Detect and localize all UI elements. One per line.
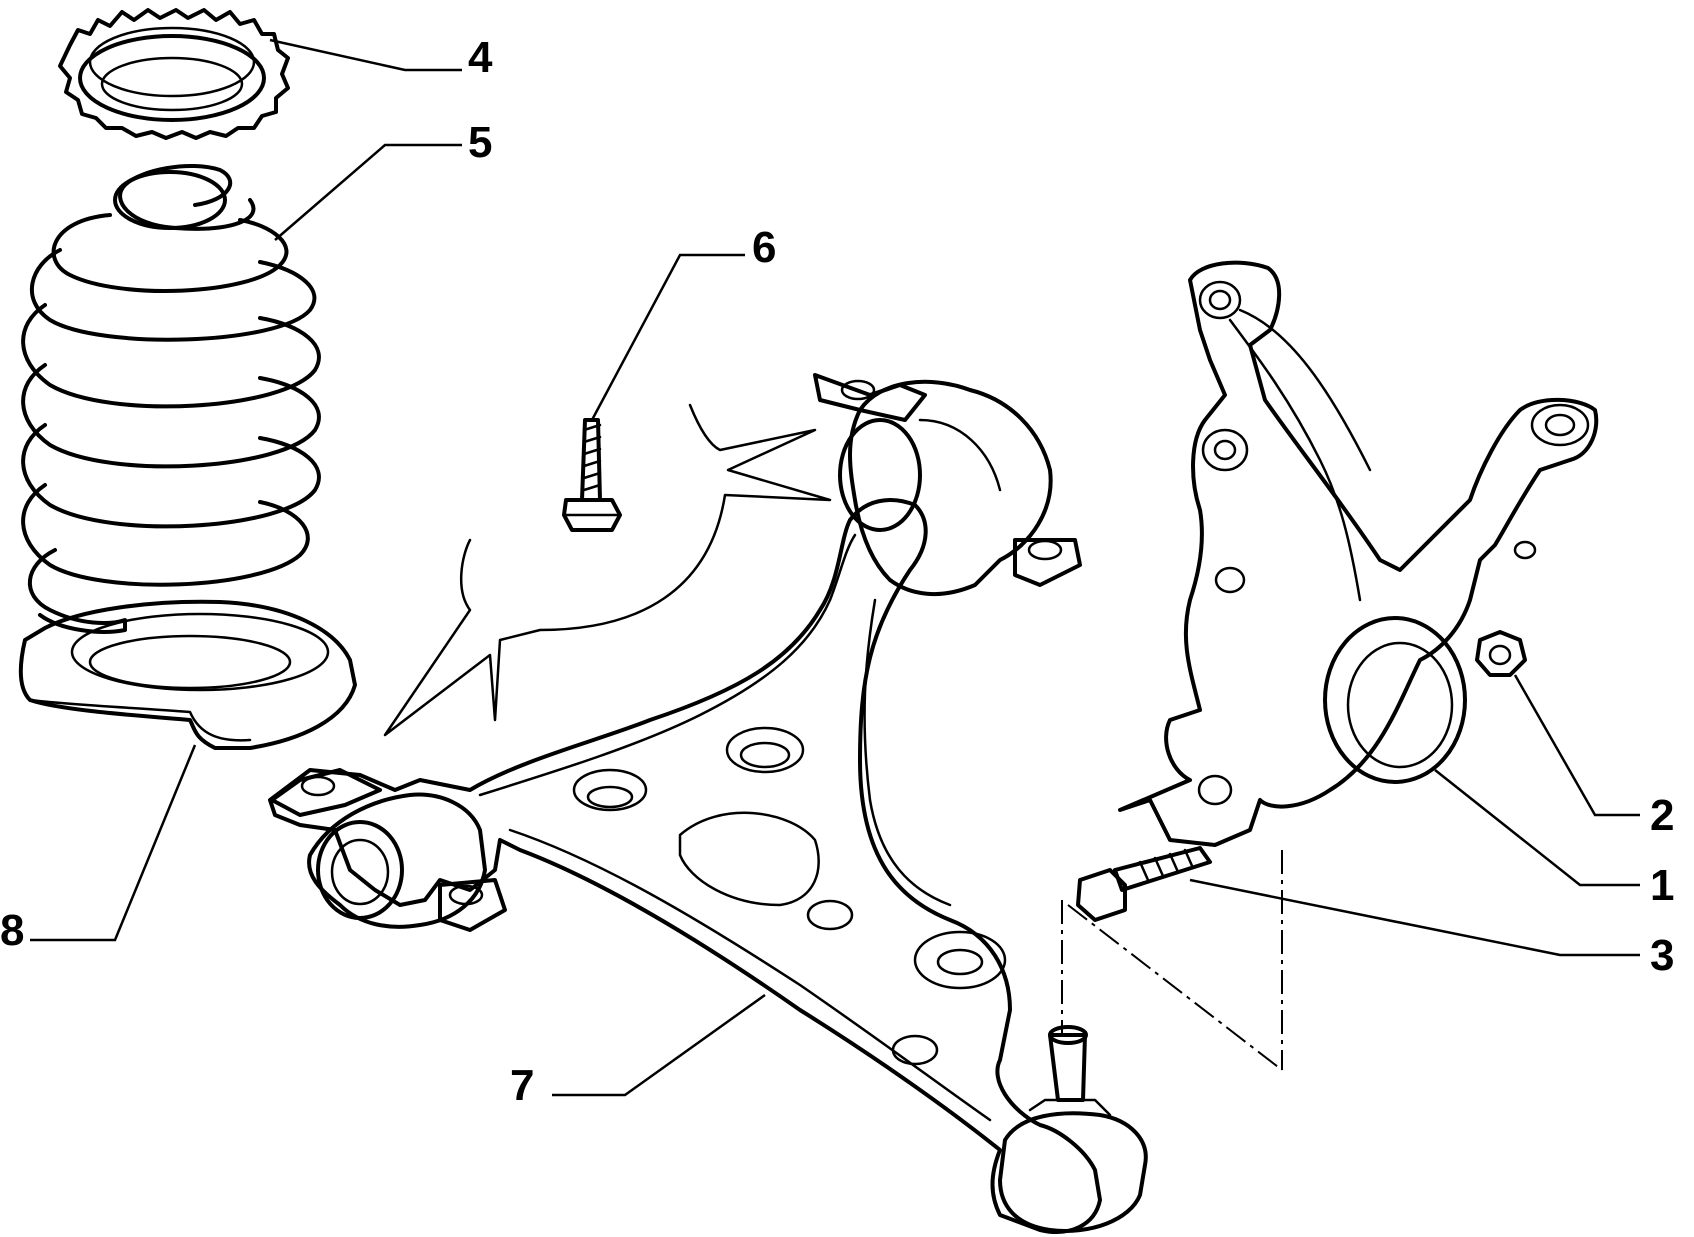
callout-5: 5 [468,118,492,167]
bolt-lower [1076,846,1212,922]
steering-knuckle [1118,260,1599,847]
spring-lower-pad [18,599,357,750]
callout-8: 8 [0,906,24,955]
assembly-centerline [1061,850,1283,1071]
detail-burst [383,403,832,737]
callout-4: 4 [468,33,493,82]
callout-2: 2 [1650,791,1674,840]
lower-control-arm [268,373,1148,1234]
spring-top-seat [58,8,290,140]
callout-7: 7 [510,1061,534,1110]
coil-spring [21,163,321,634]
callout-labels: 1 2 3 4 5 6 7 8 [0,33,1674,1110]
callout-3: 3 [1650,931,1674,980]
leader-lines [30,38,1640,1097]
callout-1: 1 [1650,861,1674,910]
bolt-upper [562,418,622,532]
callout-6: 6 [752,223,776,272]
nut [1475,630,1527,677]
